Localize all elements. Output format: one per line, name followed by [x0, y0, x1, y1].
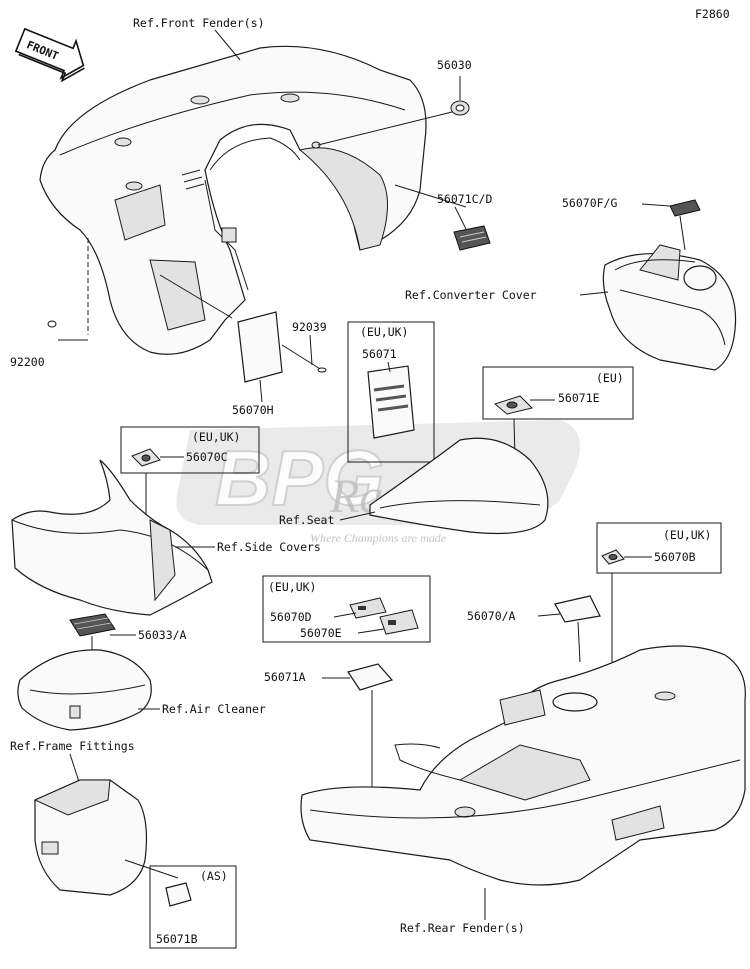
part-92200-washer [47, 320, 57, 328]
watermark-brand: BPG [215, 434, 384, 522]
box-56070de-eu-uk [262, 575, 431, 643]
box-56071e-eu [482, 366, 634, 420]
label-56071: 56071 [362, 347, 397, 361]
label-ref-frame-fittings: Ref.Frame Fittings [10, 739, 135, 753]
box-56070c-eu-uk [120, 426, 260, 474]
region-tag-56070de: (EU,UK) [268, 580, 316, 594]
part-56070e-label [379, 609, 419, 635]
label-56071a: 56071A [264, 670, 306, 684]
side-covers [11, 459, 213, 616]
seat [369, 437, 549, 535]
rear-fender [300, 645, 746, 886]
front-direction-arrow: FRONT [14, 27, 85, 83]
label-56030: 56030 [437, 58, 472, 72]
label-56070e: 56070E [300, 626, 342, 640]
region-tag-56071: (EU,UK) [360, 325, 408, 339]
label-ref-side-covers: Ref.Side Covers [217, 540, 321, 554]
label-ref-seat: Ref.Seat [279, 513, 334, 527]
region-tag-56071e: (EU) [596, 371, 624, 385]
part-56071b-label [165, 882, 192, 907]
as-tag: (AS) [200, 869, 228, 883]
label-ref-front-fender: Ref.Front Fender(s) [133, 16, 265, 30]
label-92039: 92039 [292, 320, 327, 334]
label-56071e: 56071E [558, 391, 600, 405]
label-56070c: 56070C [186, 450, 228, 464]
label-56070h: 56070H [232, 403, 274, 417]
box-56071b-as [149, 865, 237, 949]
region-tag-56070c: (EU,UK) [192, 430, 240, 444]
label-ref-rear-fender: Ref.Rear Fender(s) [400, 921, 525, 935]
converter-cover [602, 244, 737, 371]
part-56070fg-label [669, 199, 701, 217]
front-fender [39, 45, 427, 355]
label-56071b: 56071B [156, 932, 198, 946]
part-56033a-strip [69, 613, 116, 637]
label-56070fg: 56070F/G [562, 196, 617, 210]
part-56071a-label [347, 663, 394, 691]
label-56033a: 56033/A [138, 628, 187, 642]
label-56071cd: 56071C/D [437, 192, 492, 206]
part-56071cd-label [453, 225, 491, 251]
label-56070a: 56070/A [467, 609, 516, 623]
label-ref-converter-cover: Ref.Converter Cover [405, 288, 537, 302]
label-ref-air-cleaner: Ref.Air Cleaner [162, 702, 266, 716]
label-92200: 92200 [10, 355, 45, 369]
box-56070b-eu-uk [596, 522, 722, 574]
part-56070a-label [554, 595, 601, 623]
region-tag-56070b: (EU,UK) [663, 528, 711, 542]
part-56071-label [367, 365, 415, 439]
air-cleaner [17, 649, 152, 731]
frame-fittings [33, 779, 148, 896]
part-56070h-film [237, 311, 283, 383]
box-56071-eu-uk [347, 321, 435, 463]
part-92039-clip [281, 344, 326, 373]
figure-code: F2860 [695, 7, 730, 21]
label-56070d: 56070D [270, 610, 312, 624]
part-56070d-label [349, 597, 387, 619]
label-56070b: 56070B [654, 550, 696, 564]
watermark-tagline: Where Champions are made [310, 531, 447, 545]
